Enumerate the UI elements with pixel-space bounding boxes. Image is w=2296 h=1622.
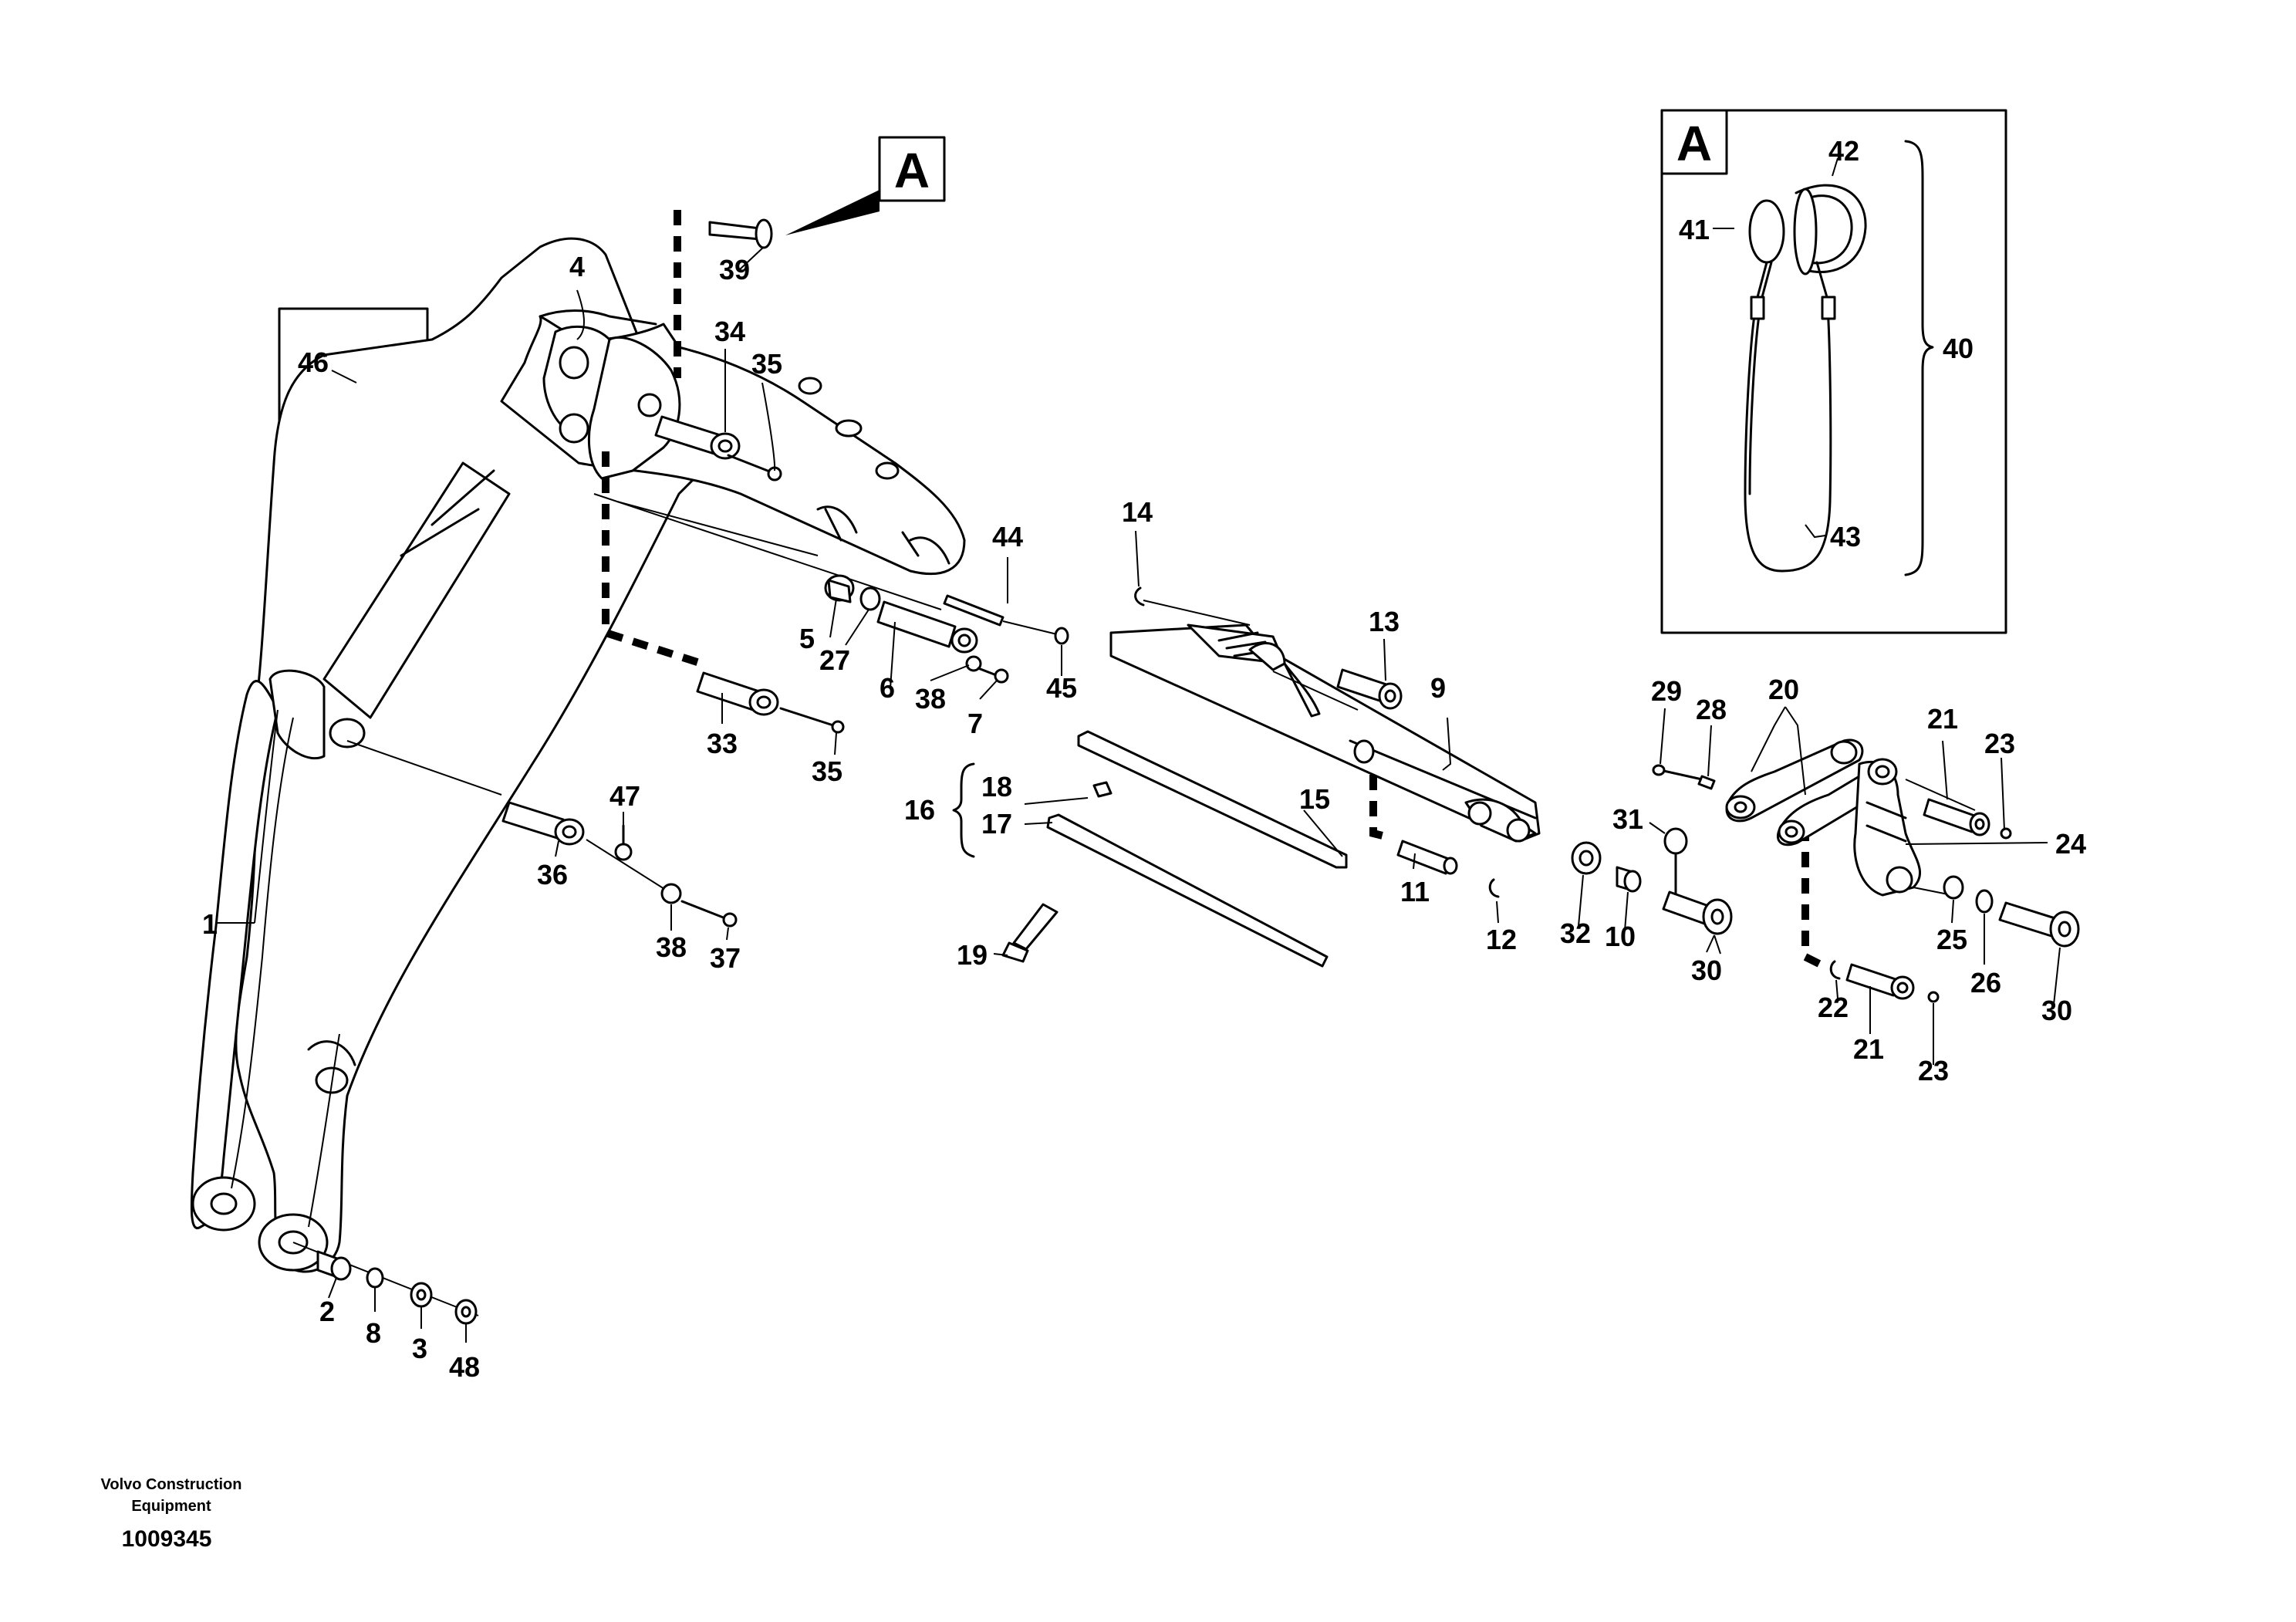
- callout-42: 42: [1828, 135, 1859, 167]
- callout-48: 48: [449, 1351, 480, 1383]
- detail-a-box-label: A: [1676, 116, 1712, 171]
- callout-30b: 30: [2041, 995, 2072, 1026]
- detail-a-marker-label: A: [894, 143, 930, 198]
- callout-8: 8: [366, 1317, 381, 1349]
- callout-36: 36: [537, 859, 568, 890]
- callout-22: 22: [1818, 992, 1849, 1023]
- callout-44: 44: [992, 521, 1023, 552]
- callout-3: 3: [412, 1333, 427, 1364]
- detail-a-marker[interactable]: A: [785, 136, 946, 235]
- callout-13: 13: [1369, 606, 1400, 637]
- callout-9: 9: [1430, 672, 1446, 704]
- callout-47: 47: [609, 780, 640, 812]
- boom: [190, 237, 696, 1273]
- callout-43: 43: [1830, 521, 1861, 552]
- assembly-dash-lines: [602, 210, 1831, 972]
- callout-40: 40: [1943, 333, 1974, 364]
- callout-15: 15: [1299, 783, 1330, 815]
- callout-14: 14: [1122, 496, 1153, 528]
- callout-16: 16: [904, 794, 935, 826]
- callout-11: 11: [1400, 876, 1430, 907]
- callout-23: 23: [1984, 728, 2015, 759]
- callout-30: 30: [1691, 955, 1722, 986]
- callout-6: 6: [880, 672, 895, 704]
- callout-45: 45: [1046, 672, 1077, 704]
- callout-37: 37: [710, 942, 741, 974]
- callout-24: 24: [2055, 828, 2086, 860]
- callout-35b: 35: [812, 755, 842, 787]
- callout-21b: 21: [1853, 1033, 1884, 1065]
- callout-10: 10: [1605, 921, 1636, 952]
- callout-5: 5: [799, 623, 815, 654]
- callout-29: 29: [1651, 675, 1682, 707]
- callout-41: 41: [1679, 214, 1710, 245]
- callout-38: 38: [656, 931, 687, 963]
- callout-26: 26: [1970, 967, 2001, 999]
- footer: Volvo Construction Equipment 1009345: [101, 1476, 242, 1552]
- document-number: 1009345: [122, 1526, 212, 1552]
- parts: [292, 218, 2080, 1325]
- callout-19: 19: [957, 939, 988, 971]
- callout-46: 46: [298, 346, 329, 378]
- callout-4: 4: [569, 251, 585, 282]
- callout-23b: 23: [1918, 1055, 1949, 1086]
- company-name-line2: Equipment: [131, 1498, 211, 1515]
- callout-18: 18: [981, 771, 1012, 803]
- callout-28: 28: [1696, 694, 1727, 725]
- company-name-line1: Volvo Construction: [101, 1476, 242, 1493]
- callout-2: 2: [319, 1296, 335, 1327]
- callout-12: 12: [1486, 924, 1517, 955]
- callout-20: 20: [1768, 674, 1799, 705]
- detail-a-box: A: [1660, 109, 2007, 634]
- callout-34: 34: [714, 316, 745, 347]
- callout-17: 17: [981, 808, 1012, 840]
- callout-1: 1: [202, 908, 218, 940]
- leader-lines: [216, 157, 2061, 1343]
- bracket-16: [952, 762, 975, 858]
- callout-31: 31: [1612, 803, 1643, 835]
- callout-27: 27: [819, 644, 850, 676]
- callout-7: 7: [967, 708, 983, 739]
- callout-35: 35: [751, 348, 782, 380]
- callout-33: 33: [707, 728, 738, 759]
- callout-39: 39: [719, 254, 750, 286]
- callout-38b: 38: [915, 683, 946, 715]
- callout-32: 32: [1560, 917, 1591, 949]
- callout-21: 21: [1927, 703, 1958, 735]
- callout-25: 25: [1936, 924, 1967, 955]
- callout-labels: 1 2 3 4 5 6 7 8 9 10 11 12 13 14 15 16 1…: [202, 135, 2086, 1383]
